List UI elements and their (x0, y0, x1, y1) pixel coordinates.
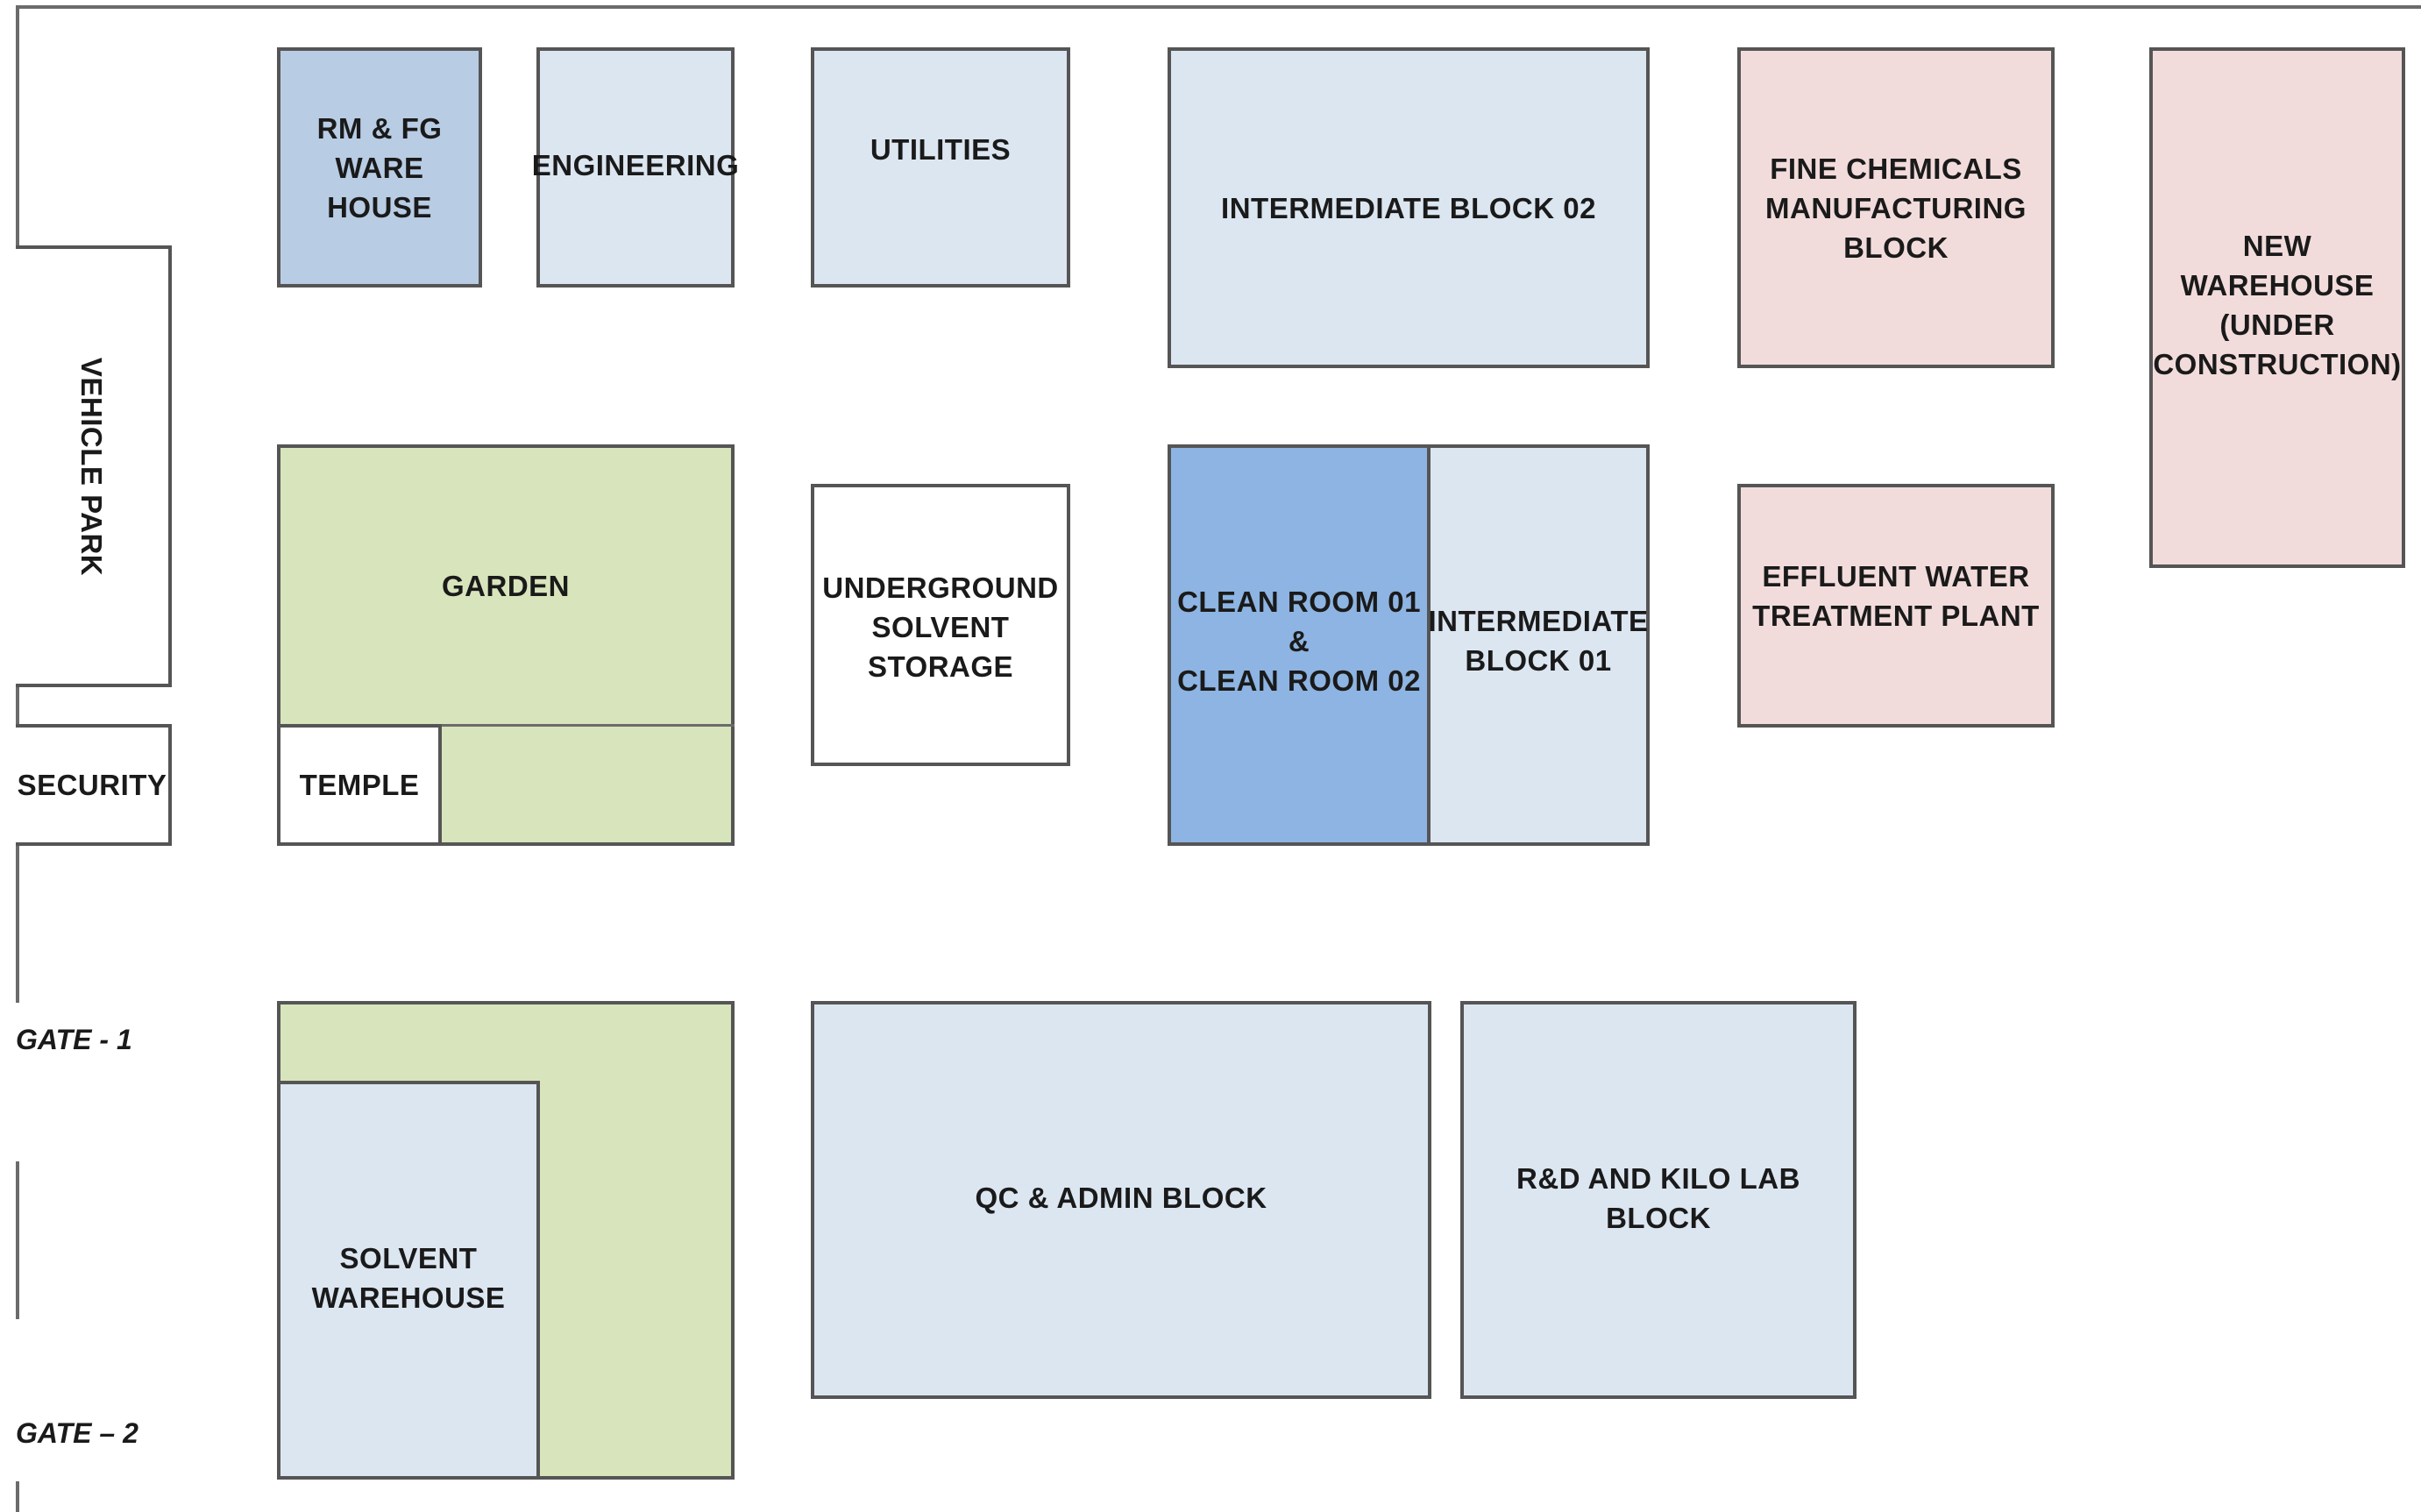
new-warehouse-label: NEW WAREHOUSE (UNDER CONSTRUCTION) (2153, 230, 2402, 380)
solvent-warehouse-block: SOLVENT WAREHOUSE (277, 1081, 540, 1480)
underground-solvent-storage-label: UNDERGROUND SOLVENT STORAGE (822, 571, 1059, 683)
intermediate-block-01: INTERMEDIATE BLOCK 01 (1427, 444, 1650, 846)
fine-chemicals-label: FINE CHEMICALS MANUFACTURING BLOCK (1765, 152, 2027, 264)
gate-1-label: GATE - 1 (16, 1024, 132, 1055)
left-boundary-line-bottom (16, 1481, 19, 1512)
effluent-water-treatment-block: EFFLUENT WATER TREATMENT PLANT (1737, 484, 2055, 728)
temple-label: TEMPLE (299, 769, 420, 801)
left-boundary-line-lower (16, 1161, 19, 1319)
rm-fg-warehouse-block: RM & FG WARE HOUSE (277, 47, 482, 287)
new-warehouse-block: NEW WAREHOUSE (UNDER CONSTRUCTION) (2149, 47, 2405, 568)
vehicle-park-block: VEHICLE PARK (16, 245, 172, 687)
rm-fg-warehouse-label: RM & FG WARE HOUSE (316, 111, 443, 224)
security-label: SECURITY (17, 769, 167, 801)
intermediate-block-02-label: INTERMEDIATE BLOCK 02 (1221, 191, 1596, 224)
garden-label: GARDEN (441, 570, 570, 602)
vehicle-park-label: VEHICLE PARK (75, 357, 109, 576)
fine-chemicals-block: FINE CHEMICALS MANUFACTURING BLOCK (1737, 47, 2055, 368)
garden-divider-line (277, 724, 735, 727)
rd-kilo-lab-block: R&D AND KILO LAB BLOCK (1460, 1001, 1857, 1399)
top-boundary-line (16, 5, 2421, 9)
solvent-warehouse-label: SOLVENT WAREHOUSE (311, 1242, 506, 1314)
temple-block: TEMPLE (277, 724, 442, 846)
clean-rooms-block: CLEAN ROOM 01 & CLEAN ROOM 02 (1168, 444, 1431, 846)
qc-admin-block: QC & ADMIN BLOCK (811, 1001, 1431, 1399)
gate-2-label: GATE – 2 (16, 1417, 138, 1449)
qc-admin-label: QC & ADMIN BLOCK (975, 1182, 1267, 1214)
intermediate-block-02: INTERMEDIATE BLOCK 02 (1168, 47, 1650, 368)
effluent-water-treatment-label: EFFLUENT WATER TREATMENT PLANT (1752, 560, 2040, 632)
engineering-label: ENGINEERING (531, 149, 740, 181)
underground-solvent-storage-block: UNDERGROUND SOLVENT STORAGE (811, 484, 1070, 766)
intermediate-block-01-label: INTERMEDIATE BLOCK 01 (1428, 605, 1649, 677)
clean-rooms-label: CLEAN ROOM 01 & CLEAN ROOM 02 (1177, 585, 1421, 697)
rd-kilo-lab-label: R&D AND KILO LAB BLOCK (1516, 1161, 1800, 1234)
engineering-block: ENGINEERING (532, 47, 739, 287)
utilities-block: UTILITIES (811, 47, 1070, 287)
utilities-label: UTILITIES (870, 133, 1012, 166)
security-block: SECURITY (16, 724, 172, 846)
